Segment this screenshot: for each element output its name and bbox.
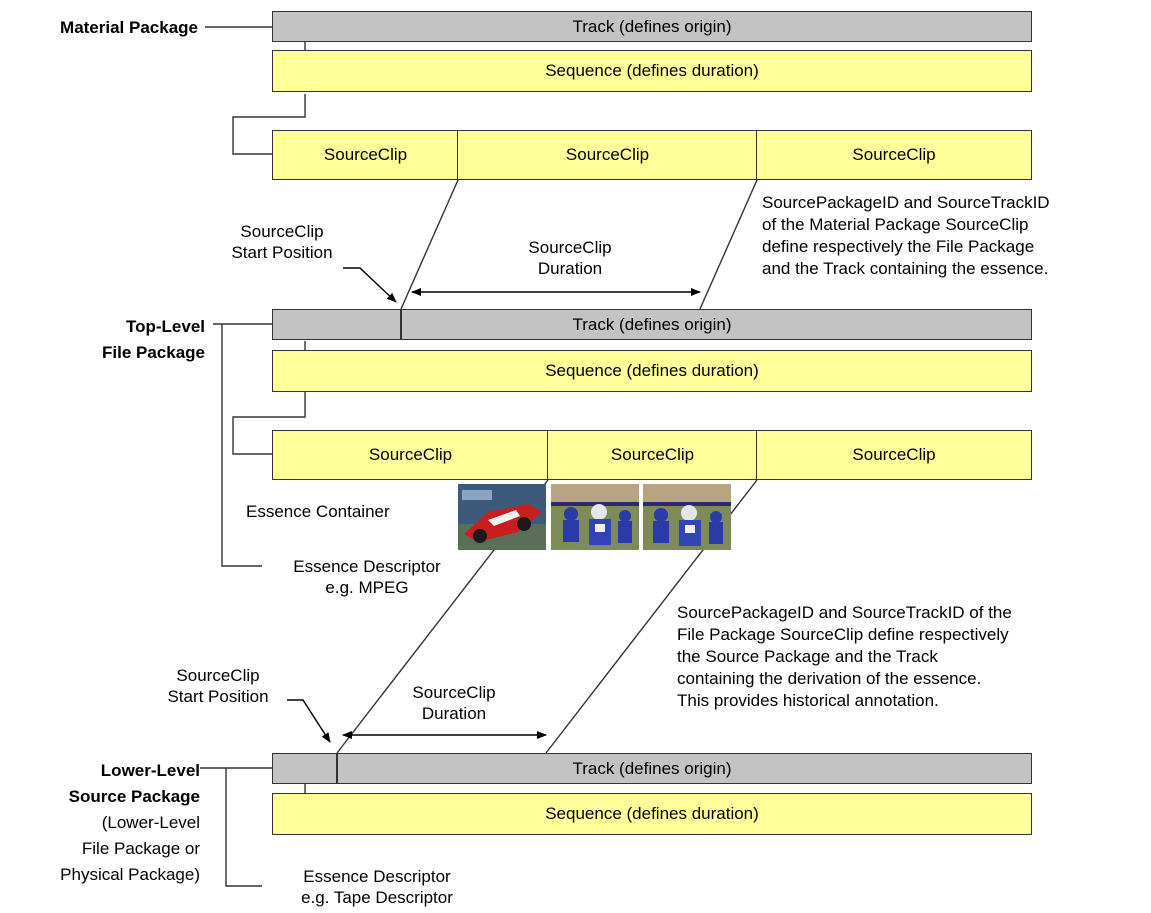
upper-duration-line2: Duration xyxy=(537,259,603,278)
lower-essence-descriptor: Essence Descriptor e.g. Tape Descriptor xyxy=(262,866,492,908)
sourceclip-label: SourceClip xyxy=(852,445,936,464)
material-sourceclip-3: SourceClip xyxy=(756,130,1032,180)
mapping-line-upper-end xyxy=(699,179,758,310)
lower-note-line: SourcePackageID and SourceTrackID of the xyxy=(677,603,1012,622)
lower-duration-line1: SourceClip xyxy=(412,683,496,702)
lower-sequence: Sequence (defines duration) xyxy=(272,793,1032,835)
lower-package-label-line5: Physical Package) xyxy=(60,865,200,884)
file-sourceclip-2: SourceClip xyxy=(547,430,758,480)
upper-start-line2: Start Position xyxy=(231,243,333,262)
football-player-thumbnail xyxy=(551,484,639,550)
file-package-label-line2: File Package xyxy=(101,343,205,362)
material-track-label: Track (defines origin) xyxy=(572,16,732,36)
football-player-thumbnail xyxy=(643,484,731,550)
file-package-label: Top-Level File Package xyxy=(40,314,205,366)
material-sequence-label: Sequence (defines duration) xyxy=(545,61,759,80)
file-track-label: Track (defines origin) xyxy=(572,314,732,334)
lower-note: SourcePackageID and SourceTrackID of the… xyxy=(677,602,1012,712)
lower-start-line1: SourceClip xyxy=(176,666,260,685)
file-descriptor-connector xyxy=(221,324,262,567)
lower-package-label: Lower-Level Source Package (Lower-Level … xyxy=(10,758,200,888)
lower-sequence-label: Sequence (defines duration) xyxy=(545,804,759,823)
race-car-thumbnail xyxy=(458,484,546,550)
lower-duration-line2: Duration xyxy=(421,704,487,723)
upper-note: SourcePackageID and SourceTrackID of the… xyxy=(762,192,1050,280)
upper-note-line: SourcePackageID and SourceTrackID xyxy=(762,193,1050,212)
material-clip-connector xyxy=(232,42,306,155)
file-sourceclip-1: SourceClip xyxy=(272,430,549,480)
lower-duration-label: SourceClip Duration xyxy=(384,682,524,724)
lower-start-line2: Start Position xyxy=(167,687,269,706)
upper-note-line: and the Track containing the essence. xyxy=(762,259,1049,278)
upper-start-pointer xyxy=(343,267,397,303)
file-descriptor-line2: e.g. MPEG xyxy=(325,578,409,597)
lower-note-line: This provides historical annotation. xyxy=(677,691,939,710)
lower-track-label: Track (defines origin) xyxy=(572,758,732,778)
material-track: Track (defines origin) xyxy=(272,11,1032,42)
upper-start-position-label: SourceClip Start Position xyxy=(222,221,342,263)
sourceclip-label: SourceClip xyxy=(610,445,695,464)
lower-track-start-divider xyxy=(336,753,338,784)
material-sourceclip-1: SourceClip xyxy=(272,130,459,180)
lower-note-line: the Source Package and the Track xyxy=(677,647,938,666)
file-package-label-line1: Top-Level xyxy=(125,317,205,336)
sourceclip-label: SourceClip xyxy=(368,445,453,464)
lower-package-label-line1: Lower-Level xyxy=(100,761,200,780)
sourceclip-label: SourceClip xyxy=(323,145,408,164)
lower-descriptor-connector xyxy=(225,768,262,887)
material-sequence: Sequence (defines duration) xyxy=(272,50,1032,92)
file-essence-descriptor: Essence Descriptor e.g. MPEG xyxy=(262,556,472,598)
file-clip-connector xyxy=(232,341,306,455)
lower-package-label-line2: Source Package xyxy=(68,787,200,806)
material-sourceclip-2: SourceClip xyxy=(457,130,758,180)
essence-container-label: Essence Container xyxy=(246,502,390,521)
file-sequence-label: Sequence (defines duration) xyxy=(545,361,759,380)
lower-track: Track (defines origin) xyxy=(272,753,1032,784)
upper-note-line: define respectively the File Package xyxy=(762,237,1035,256)
file-descriptor-line1: Essence Descriptor xyxy=(293,557,441,576)
upper-note-line: of the Material Package SourceClip xyxy=(762,215,1029,234)
file-track: Track (defines origin) xyxy=(272,309,1032,340)
sourceclip-label: SourceClip xyxy=(852,145,936,164)
lower-descriptor-line2: e.g. Tape Descriptor xyxy=(301,888,453,907)
upper-duration-label: SourceClip Duration xyxy=(500,237,640,279)
mapping-line-upper-start xyxy=(400,179,459,310)
lower-descriptor-line1: Essence Descriptor xyxy=(303,867,451,886)
upper-duration-line1: SourceClip xyxy=(528,238,612,257)
lower-start-position-label: SourceClip Start Position xyxy=(148,665,288,707)
lower-note-line: File Package SourceClip define respectiv… xyxy=(677,625,1009,644)
sourceclip-label: SourceClip xyxy=(565,145,650,164)
lower-start-pointer xyxy=(287,699,331,743)
lower-package-label-line3: (Lower-Level xyxy=(101,813,200,832)
lower-note-line: containing the derivation of the essence… xyxy=(677,669,982,688)
material-package-label: Material Package xyxy=(60,18,198,37)
file-sourceclip-3: SourceClip xyxy=(756,430,1032,480)
lower-package-label-line4: File Package or xyxy=(81,839,200,858)
file-sequence: Sequence (defines duration) xyxy=(272,350,1032,392)
upper-start-line1: SourceClip xyxy=(240,222,324,241)
upper-track-start-divider xyxy=(400,309,402,340)
